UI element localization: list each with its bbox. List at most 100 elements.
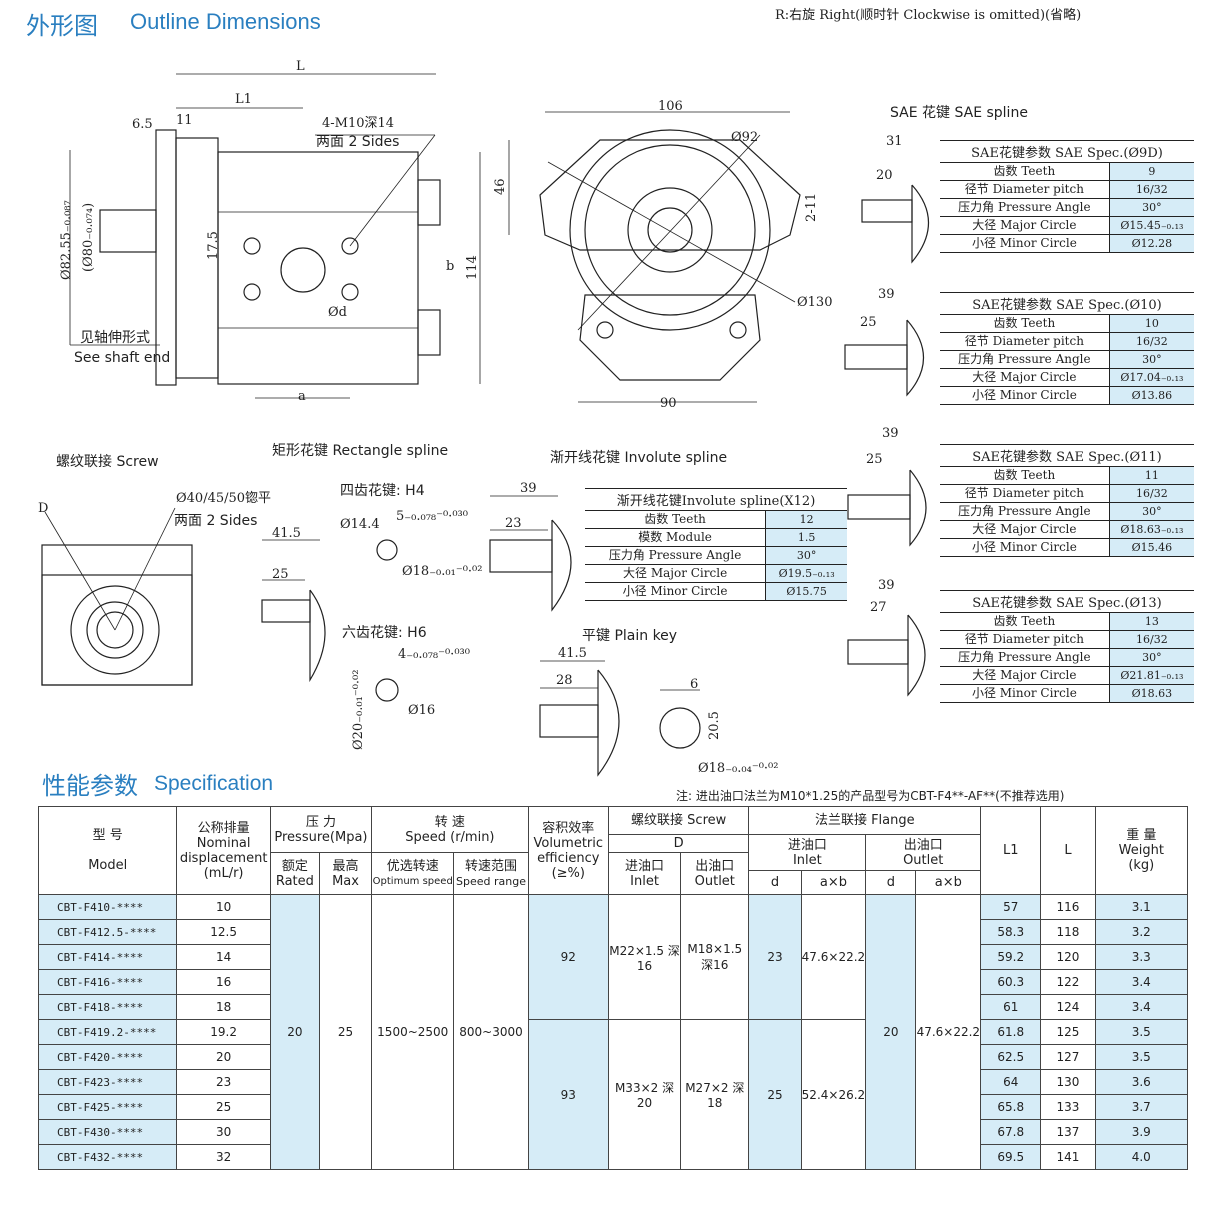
cell-L: 118 (1040, 919, 1096, 945)
cell-L1: 58.3 (980, 919, 1042, 945)
cell-disp: 25 (176, 1094, 271, 1120)
outline-drawings: L L1 6.5 11 4-M10深14 两面 2 Sides 17.5 Ød … (38, 59, 1028, 777)
involute-key: 模数 Module (585, 528, 766, 547)
cell-weight: 3.5 (1094, 1044, 1189, 1070)
plainkey-title: 平键 Plain key (582, 628, 677, 644)
involute-23: 23 (505, 516, 522, 531)
shaft-label-cn: 见轴伸形式 (80, 330, 150, 346)
cell-L1: 57 (980, 894, 1042, 920)
sae-key: 压力角 Pressure Angle (940, 350, 1110, 369)
cell-model: CBT-F432-**** (37, 1144, 178, 1170)
sae-val: Ø15.46 (1108, 538, 1194, 557)
sae-key: 大径 Major Circle (940, 368, 1110, 387)
sae-key: 压力角 Pressure Angle (940, 502, 1110, 521)
cell-model: CBT-F416-**** (37, 969, 178, 995)
cell-L1: 67.8 (980, 1119, 1042, 1145)
sae-key: 小径 Minor Circle (940, 386, 1110, 405)
cell-inlet: M22×1.5 深16 (607, 894, 682, 1020)
cell-L: 124 (1040, 994, 1096, 1020)
sae-val: 30° (1108, 648, 1194, 667)
cell-L1: 61 (980, 994, 1042, 1020)
sae2-inner: 25 (860, 315, 877, 330)
involute-table-title: 渐开线花键Involute spline(X12) (585, 488, 847, 511)
spec-title-cn: 性能参数 (42, 772, 138, 800)
sae3-inner: 25 (866, 452, 883, 467)
cell-max: 25 (318, 894, 373, 1170)
cell-model: CBT-F412.5-**** (37, 919, 178, 945)
cell-L: 122 (1040, 969, 1096, 995)
hdr-L: L (1040, 806, 1096, 895)
cell-out-d: 20 (865, 894, 917, 1170)
sae-val: Ø12.28 (1108, 234, 1194, 253)
rect-18: Ø18₋₀.₀₁⁻⁰·⁰² (402, 564, 482, 579)
rect-4: 4₋₀.₀₇₈⁻⁰·⁰³⁰ (398, 647, 470, 662)
cell-disp: 18 (176, 994, 271, 1020)
involute-key: 大径 Major Circle (585, 564, 766, 583)
hdr-out-axb: a×b (915, 870, 982, 895)
cell-disp: 14 (176, 944, 271, 970)
cell-in-d: 23 (748, 894, 802, 1020)
cell-opt: 1500~2500 (371, 894, 455, 1170)
dim-106: 106 (658, 99, 683, 114)
cell-weight: 3.9 (1094, 1119, 1189, 1145)
cell-L1: 62.5 (980, 1044, 1042, 1070)
rotation-note: R:右旋 Right(顺时针 Clockwise is omitted)(省略) (775, 8, 1082, 23)
hdr-screw: 螺纹联接 Screw (607, 806, 750, 835)
hdr-in-axb: a×b (800, 870, 867, 895)
cell-disp: 32 (176, 1144, 271, 1170)
rect-14-4: Ø14.4 (340, 517, 380, 532)
involute-39: 39 (520, 481, 537, 496)
cell-L: 133 (1040, 1094, 1096, 1120)
involute-val: 30° (765, 546, 847, 565)
sae-table-title: SAE花键参数 SAE Spec.(Ø10) (940, 292, 1194, 315)
sae-key: 大径 Major Circle (940, 216, 1110, 235)
front-view (508, 111, 801, 403)
sae-val: 16/32 (1108, 332, 1194, 351)
sae-key: 齿数 Teeth (940, 162, 1110, 181)
dim-46: 46 (493, 178, 508, 195)
sae-val: 9 (1108, 162, 1194, 181)
dim-2-11: 2-11 (804, 193, 819, 222)
sae-val: Ø17.04₋₀.₁₃ (1108, 368, 1194, 387)
cell-outlet: M27×2 深18 (680, 1019, 750, 1170)
involute-spline-view (489, 495, 572, 612)
dim-bolt: 4-M10深14 (322, 116, 394, 131)
sae1-inner: 20 (876, 168, 893, 183)
sae-key: 小径 Minor Circle (940, 538, 1110, 557)
involute-val: Ø19.5₋₀.₁₃ (765, 564, 847, 583)
sae-key: 小径 Minor Circle (940, 684, 1110, 703)
sae-table-title: SAE花键参数 SAE Spec.(Ø9D) (940, 140, 1194, 163)
involute-val: 12 (765, 510, 847, 529)
plainkey-18: Ø18₋₀.₀₄⁻⁰·⁰² (698, 761, 778, 776)
dim-90: 90 (660, 396, 677, 411)
dim-6-5: 6.5 (132, 117, 153, 132)
screw-title: 螺纹联接 Screw (56, 453, 159, 470)
cell-model: CBT-F430-**** (37, 1119, 178, 1145)
involute-title: 渐开线花键 Involute spline (550, 450, 727, 466)
cell-disp: 23 (176, 1069, 271, 1095)
sae-key: 大径 Major Circle (940, 666, 1110, 685)
involute-key: 齿数 Teeth (585, 510, 766, 529)
sae-key: 径节 Diameter pitch (940, 180, 1110, 199)
spec-title-en: Specification (154, 772, 274, 795)
dim-17-5: 17.5 (206, 231, 221, 260)
sae4-outer: 39 (878, 578, 895, 593)
sae-key: 小径 Minor Circle (940, 234, 1110, 253)
cell-weight: 3.4 (1094, 969, 1189, 995)
cell-rated: 20 (269, 894, 320, 1170)
sae-val: Ø15.45₋₀.₁₃ (1108, 216, 1194, 235)
involute-val: Ø15.75 (765, 582, 847, 601)
cell-L: 137 (1040, 1119, 1096, 1145)
hdr-in-d: d (748, 870, 802, 895)
sae-key: 齿数 Teeth (940, 466, 1110, 485)
hdr-flange: 法兰联接 Flange (748, 806, 982, 835)
involute-key: 小径 Minor Circle (585, 582, 766, 601)
